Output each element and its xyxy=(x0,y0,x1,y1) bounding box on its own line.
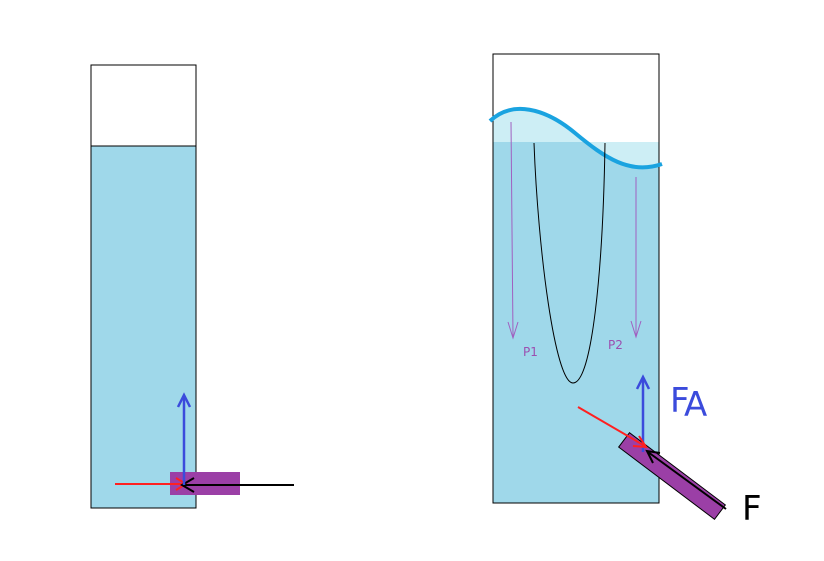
label-fa-main: F xyxy=(670,381,690,421)
right-container: P1 P2 F A F xyxy=(488,53,762,529)
left-vessel-outline xyxy=(90,64,197,509)
left-water xyxy=(91,146,196,508)
label-p1: P1 xyxy=(523,345,538,359)
label-fa-sub: A xyxy=(684,385,707,425)
right-vessel-outline xyxy=(492,53,660,504)
right-black-arrow xyxy=(645,449,727,510)
left-blue-arrow xyxy=(176,392,192,485)
right-block xyxy=(617,432,727,520)
right-water-top-light xyxy=(493,109,659,166)
right-red-arrow xyxy=(577,406,648,449)
pressure-curve xyxy=(533,142,606,384)
label-f: F xyxy=(742,489,762,529)
left-container xyxy=(90,64,294,509)
label-fa: F A xyxy=(670,381,707,425)
wave-surface xyxy=(488,107,663,170)
pressure-arrow-p2 xyxy=(630,177,642,339)
pressure-arrow-p1 xyxy=(507,121,519,340)
right-blue-arrow xyxy=(635,374,651,452)
label-p2: P2 xyxy=(608,338,623,352)
left-black-arrow xyxy=(180,477,294,493)
